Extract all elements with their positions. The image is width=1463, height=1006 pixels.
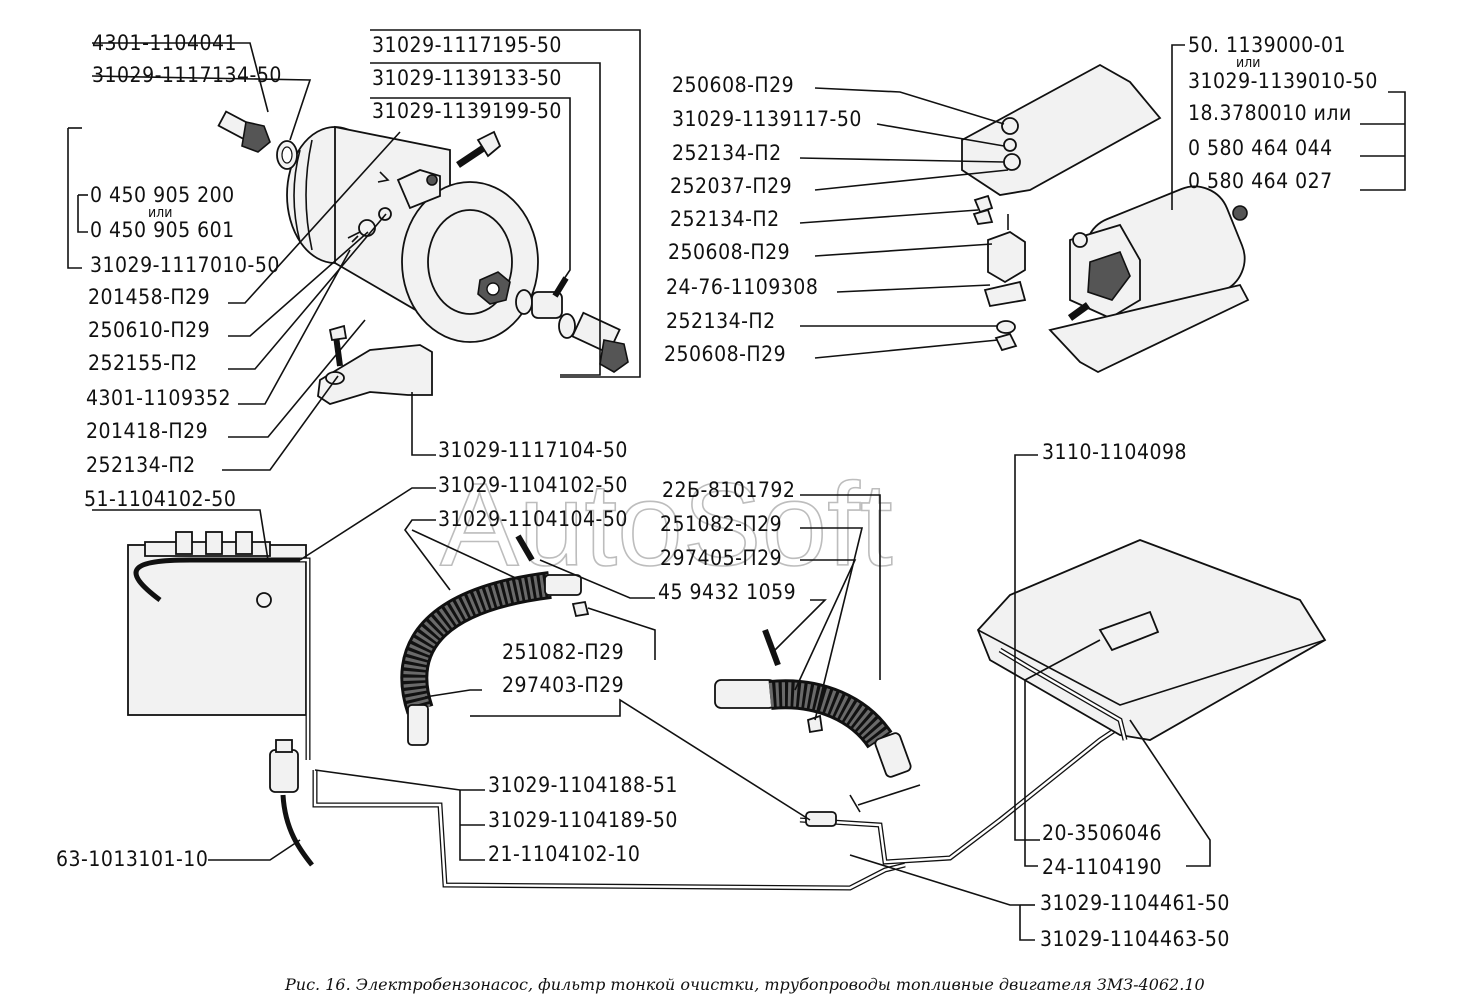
label-297403-P29: 297403-П29 (502, 673, 624, 697)
label-3110-1104098: 3110-1104098 (1042, 440, 1187, 464)
label-24-76-1109308: 24-76-1109308 (666, 275, 818, 299)
hose-left (400, 534, 590, 746)
label-0-580-464-027: 0 580 464 027 (1188, 169, 1333, 193)
label-18-3780010: 18.3780010 или (1188, 101, 1352, 125)
label-252134-P2-left: 252134-П2 (86, 453, 196, 477)
label-or-2: или (1236, 55, 1260, 71)
label-31029-1139117-50: 31029-1139117-50 (672, 107, 862, 131)
label-31029-1104104-50: 31029-1104104-50 (438, 507, 628, 531)
battery-and-filter (127, 531, 314, 867)
label-250608-P29-b: 250608-П29 (668, 240, 790, 264)
label-20-3506046: 20-3506046 (1042, 821, 1162, 845)
label-4301-1109352: 4301-1109352 (86, 386, 231, 410)
label-31029-1104102-50: 31029-1104102-50 (438, 473, 628, 497)
fuel-pump-assembly-right (961, 63, 1250, 374)
label-24-1104190: 24-1104190 (1042, 855, 1162, 879)
label-31029-1139133-50: 31029-1139133-50 (372, 66, 562, 90)
label-31029-1117134-50: 31029-1117134-50 (92, 63, 282, 87)
label-0-580-464-044: 0 580 464 044 (1188, 136, 1333, 160)
part-labels: 4301-1104041 31029-1117134-50 0 450 905 … (56, 31, 1378, 951)
label-21-1104102-10: 21-1104102-10 (488, 842, 640, 866)
label-31029-1104461-50: 31029-1104461-50 (1040, 891, 1230, 915)
label-0-450-905-200: 0 450 905 200 (90, 183, 235, 207)
label-252134-P2-b: 252134-П2 (670, 207, 780, 231)
label-63-1013101-10: 63-1013101-10 (56, 847, 208, 871)
label-4301-1104041: 4301-1104041 (92, 31, 237, 55)
electric-fuel-pump (286, 125, 539, 343)
label-50-1139000-01: 50. 1139000-01 (1188, 33, 1346, 57)
label-31029-1139199-50: 31029-1139199-50 (372, 99, 562, 123)
figure-caption: Рис. 16. Электробензонасос, фильтр тонко… (284, 975, 1205, 994)
label-or-1: или (148, 205, 172, 221)
pump-bolt (456, 130, 502, 168)
label-22B-8101792: 22Б-8101792 (662, 478, 795, 502)
label-0-450-905-601: 0 450 905 601 (90, 218, 235, 242)
label-250610-P29: 250610-П29 (88, 318, 210, 342)
label-31029-1139010-50: 31029-1139010-50 (1188, 69, 1378, 93)
label-31029-1104189-50: 31029-1104189-50 (488, 808, 678, 832)
hose-right (714, 628, 912, 778)
label-252134-P2-a: 252134-П2 (672, 141, 782, 165)
label-251082-P29-b: 251082-П29 (502, 640, 624, 664)
label-250608-P29-a: 250608-П29 (672, 73, 794, 97)
label-252037-P29: 252037-П29 (670, 174, 792, 198)
label-201418-P29: 201418-П29 (86, 419, 208, 443)
label-252134-P2-c: 252134-П2 (666, 309, 776, 333)
leader-lines (67, 29, 1406, 941)
label-31029-1104463-50: 31029-1104463-50 (1040, 927, 1230, 951)
pump-bracket (317, 324, 433, 405)
label-250608-P29-c: 250608-П29 (664, 342, 786, 366)
label-297405-P29: 297405-П29 (660, 546, 782, 570)
label-31029-1117104-50: 31029-1117104-50 (438, 438, 628, 462)
fuel-tank (976, 539, 1327, 741)
label-45-9432-1059: 45 9432 1059 (658, 580, 796, 604)
label-252155-P2: 252155-П2 (88, 351, 198, 375)
label-251082-P29-a: 251082-П29 (660, 512, 782, 536)
fuel-lines (312, 717, 1132, 891)
outlet-fitting (515, 276, 629, 373)
inlet-fitting (217, 110, 298, 170)
label-51-1104102-50: 51-1104102-50 (84, 487, 236, 511)
label-31029-1104188-51: 31029-1104188-51 (488, 773, 678, 797)
watermark: AutoSoft (440, 459, 893, 591)
label-31029-1117195-50: 31029-1117195-50 (372, 33, 562, 57)
label-201458-P29: 201458-П29 (88, 285, 210, 309)
label-31029-1117010-50: 31029-1117010-50 (90, 253, 280, 277)
